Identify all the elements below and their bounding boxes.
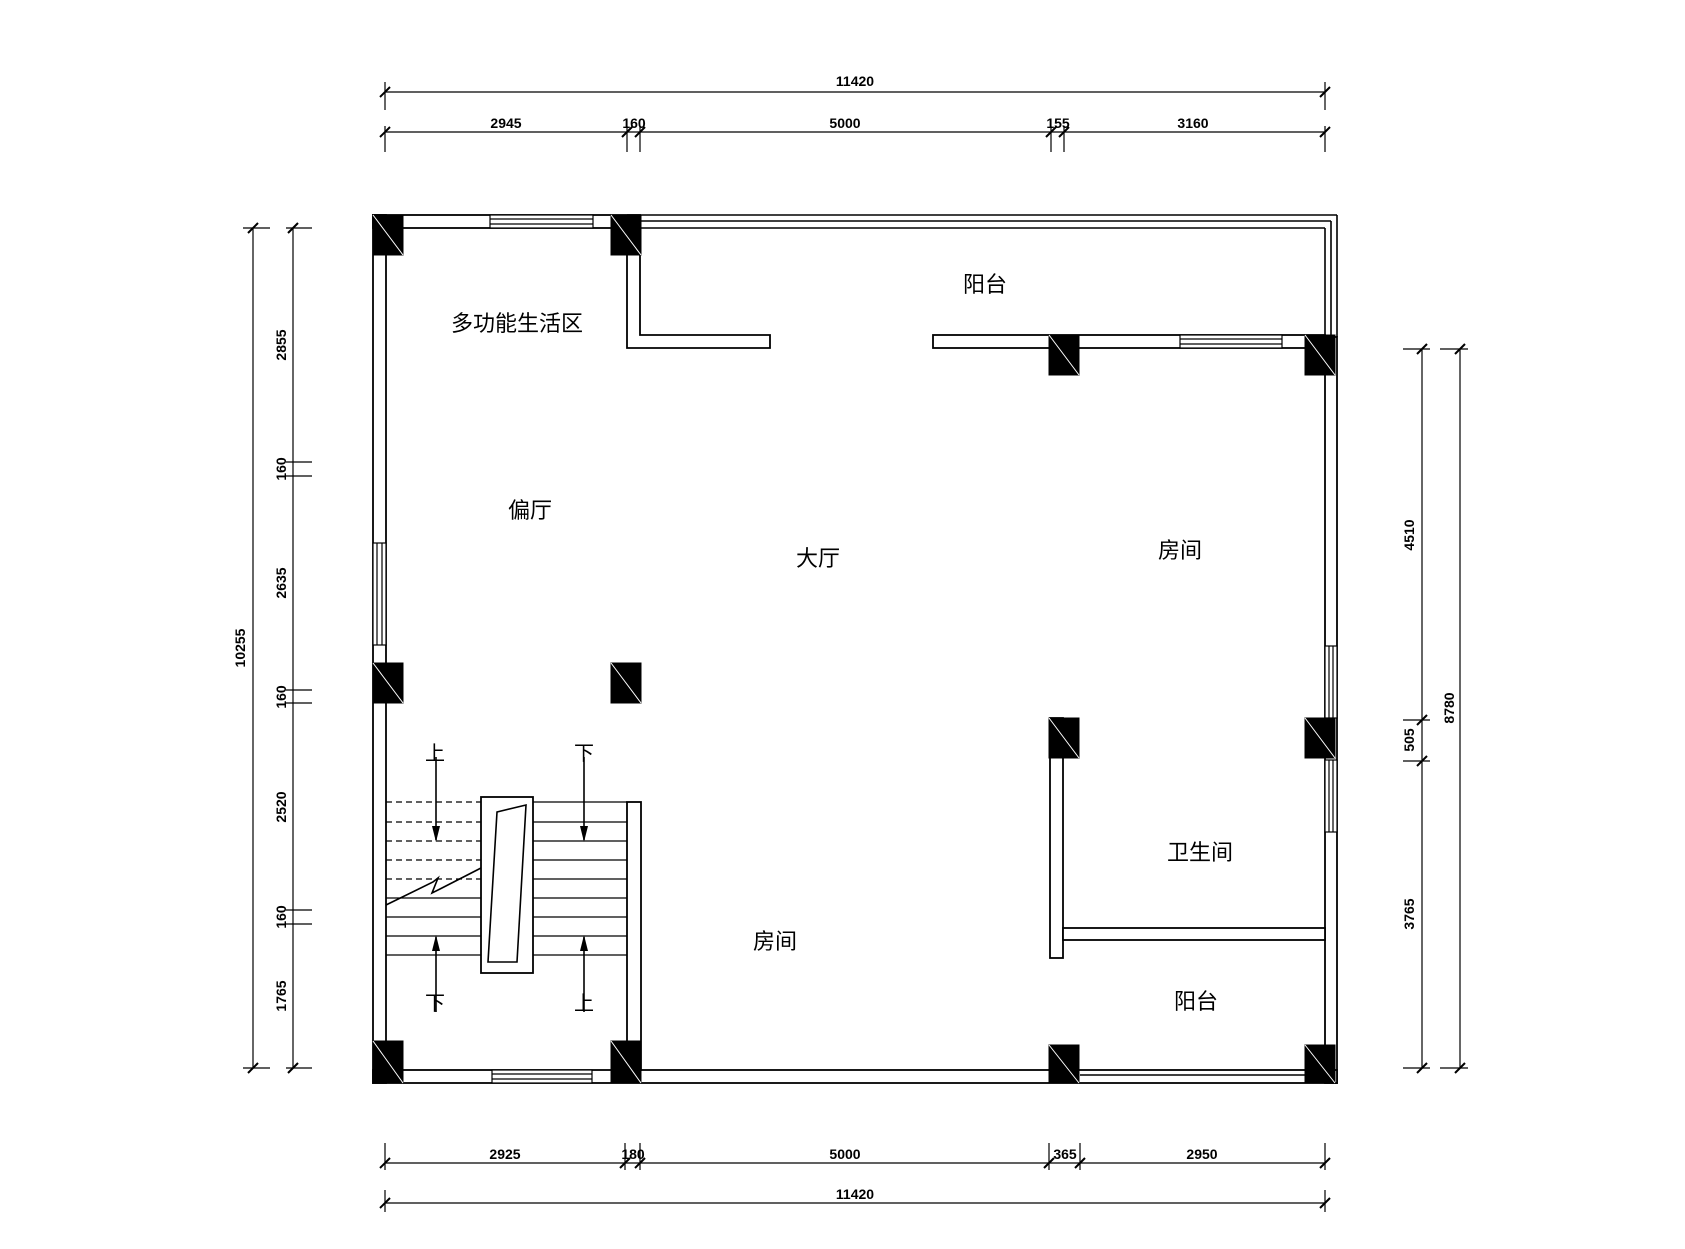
room-label-multi-function: 多功能生活区: [451, 312, 583, 337]
bottom-total-dimension: 11420: [836, 1186, 874, 1202]
left-total-dimension: 10255: [232, 628, 248, 667]
right-dimension-chain: 4510 505 3765 8780: [1401, 343, 1468, 1074]
room-label-balcony-top: 阳台: [963, 273, 1007, 298]
interior-walls: [626, 227, 1326, 1071]
right-segment-2: 505: [1401, 728, 1417, 752]
staircase: 上 下 下 上: [385, 741, 627, 1015]
room-label-side-hall: 偏厅: [508, 499, 552, 524]
window-left: [372, 542, 387, 646]
room-label-main-hall: 大厅: [796, 547, 840, 572]
window-right-lower: [1324, 759, 1338, 833]
left-segment-6: 160: [273, 905, 289, 929]
left-segment-2: 160: [273, 457, 289, 481]
right-total-dimension: 8780: [1441, 692, 1457, 723]
bottom-segment-4: 365: [1053, 1146, 1077, 1162]
column: [610, 214, 642, 256]
bottom-segment-2: 180: [621, 1146, 645, 1162]
top-total-dimension: 11420: [836, 73, 874, 89]
bottom-dimension-chain: 2925 180 5000 365 2950 11420: [379, 1143, 1331, 1212]
top-segment-4: 155: [1046, 115, 1070, 131]
room-label-bathroom: 卫生间: [1167, 841, 1233, 866]
window-top-left: [489, 214, 594, 229]
right-segment-1: 4510: [1401, 519, 1417, 550]
room-labels: 阳台 多功能生活区 偏厅 大厅 房间 卫生间 房间 阳台: [451, 273, 1233, 1015]
left-segment-4: 160: [273, 685, 289, 709]
stair-label-up-1: 上: [425, 741, 445, 765]
windows: [372, 214, 1338, 1084]
column: [372, 662, 404, 704]
window-balcony: [1179, 334, 1283, 349]
column: [1304, 717, 1336, 759]
column: [1048, 334, 1080, 376]
bottom-segment-5: 2950: [1186, 1146, 1217, 1162]
columns: [372, 214, 1336, 1084]
column: [610, 662, 642, 704]
left-dimension-chain: 10255 2855 160 2635 160 2520 160 1765: [232, 222, 312, 1074]
left-segment-3: 2635: [273, 567, 289, 598]
column: [610, 1040, 642, 1084]
stair-label-up-2: 上: [574, 991, 594, 1015]
right-segment-3: 3765: [1401, 898, 1417, 929]
column: [372, 214, 404, 256]
column: [1304, 334, 1336, 376]
top-segment-1: 2945: [490, 115, 521, 131]
column: [1048, 717, 1080, 759]
top-dimension-chain: 11420 2945 160 5000 155 3160: [379, 73, 1331, 152]
stair-label-down-1: 下: [574, 741, 594, 765]
left-segment-7: 1765: [273, 980, 289, 1011]
bottom-segment-1: 2925: [489, 1146, 520, 1162]
top-segment-2: 160: [622, 115, 646, 131]
stair-label-down-2: 下: [425, 991, 445, 1015]
left-segment-1: 2855: [273, 329, 289, 360]
top-segment-3: 5000: [829, 115, 860, 131]
bottom-segment-3: 5000: [829, 1146, 860, 1162]
column: [1304, 1044, 1336, 1084]
column: [372, 1040, 404, 1084]
left-segment-5: 2520: [273, 791, 289, 822]
room-label-room-bottom: 房间: [753, 930, 797, 955]
window-right-upper: [1324, 645, 1338, 719]
window-bottom-left: [491, 1069, 593, 1084]
room-label-balcony-bottom: 阳台: [1174, 990, 1218, 1015]
top-segment-5: 3160: [1177, 115, 1208, 131]
column: [1048, 1044, 1080, 1084]
room-label-room-right: 房间: [1158, 539, 1202, 564]
